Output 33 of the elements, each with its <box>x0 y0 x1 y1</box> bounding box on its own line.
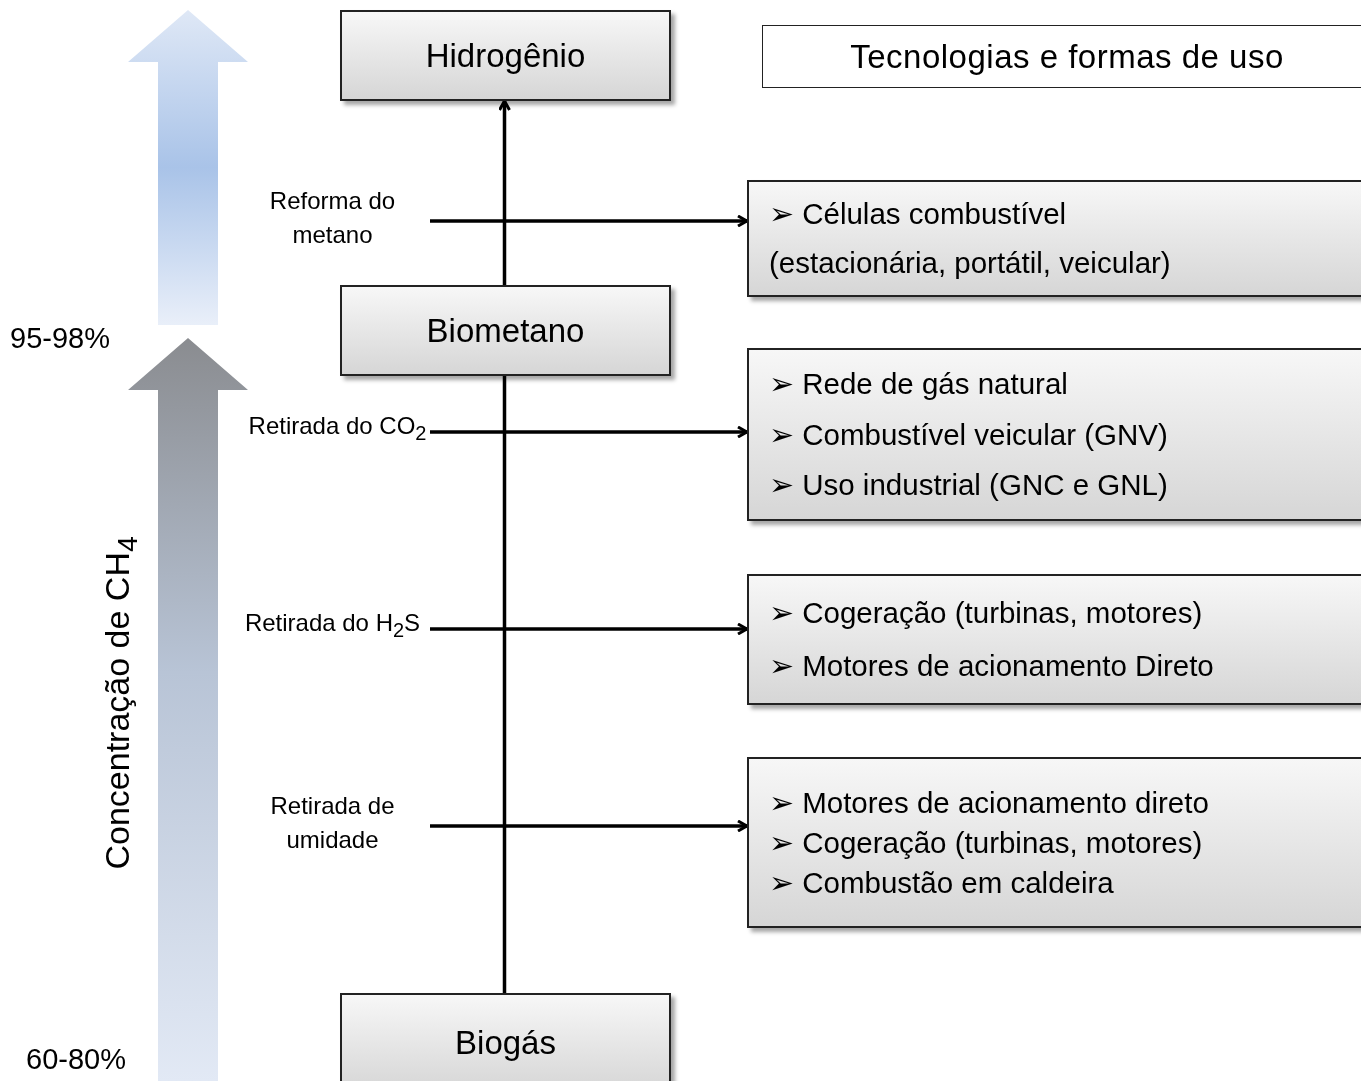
arrow <box>430 214 749 228</box>
list-item-text: ➢ Motores de acionamento direto <box>769 785 1210 820</box>
usage-box <box>747 574 1361 705</box>
list-item-text: (estacionária, portátil, veicular) <box>769 246 1172 280</box>
usage-box <box>747 348 1361 521</box>
arrow <box>498 99 511 285</box>
arrow <box>430 425 749 439</box>
percent-label: 95-98% <box>10 322 110 355</box>
arrow <box>430 819 749 833</box>
step-label: Retirada do CO$_{2}$ <box>248 410 427 446</box>
header-box <box>762 25 1361 88</box>
step-label: Retirada de umidade <box>269 791 396 855</box>
list-item-text: ➢ Combustão em caldeira <box>769 865 1115 900</box>
process-box <box>340 993 671 1081</box>
list-item-text: ➢ Cogeração (turbinas, motores) <box>769 595 1204 630</box>
usage-box <box>747 180 1361 297</box>
process-box <box>340 10 671 101</box>
box-title: Biogás <box>455 1024 556 1062</box>
list-item-text: ➢ Motores de acionamento Direto <box>769 649 1215 684</box>
usage-box <box>747 757 1361 928</box>
list-item-text: ➢ Cogeração (turbinas, motores) <box>769 825 1204 860</box>
process-box <box>340 285 671 376</box>
step-label: Retirada do H$_{2}$S <box>244 607 421 643</box>
box-title: Biometano <box>426 311 585 350</box>
box-title: Hidrogênio <box>425 36 586 75</box>
heading-text: Tecnologias e formas de uso <box>850 37 1284 76</box>
arrow <box>430 622 749 636</box>
list-item-text: ➢ Rede de gás natural <box>769 366 1069 401</box>
list-item-text: ➢ Combustível veicular (GNV) <box>769 417 1169 452</box>
step-label: Reforma do metano <box>268 186 397 250</box>
percent-label: 60-80% <box>26 1043 126 1076</box>
list-item-text: ➢ Uso industrial (GNC e GNL) <box>769 468 1169 503</box>
list-item-text: ➢ Células combustível <box>769 197 1068 231</box>
